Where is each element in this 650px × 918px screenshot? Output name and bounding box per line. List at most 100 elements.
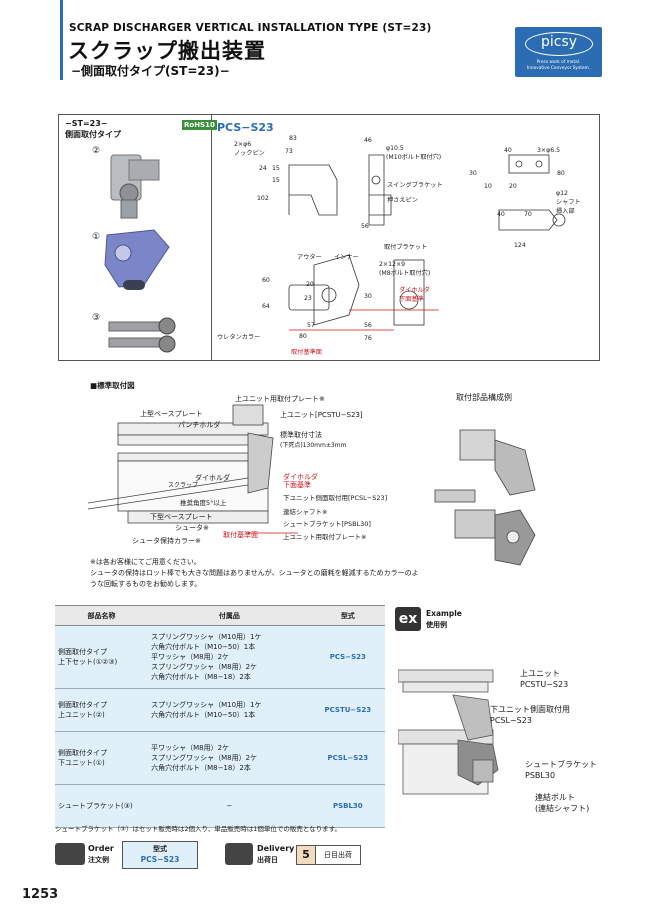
logo-tagline: Press work of metal. <box>536 60 581 65</box>
parts-config-illustration <box>434 429 536 566</box>
table-row: 側面取付タイプ 下ユニット(①) 平ワッシャ（M8用）2ケ スプリングワッシャ（… <box>55 731 385 785</box>
example-title-jp: 使用例 <box>426 621 447 629</box>
dim-label: 15 <box>272 165 280 172</box>
table-cell: シュートブラケット(③) <box>55 784 149 828</box>
part-number: ① <box>92 232 101 242</box>
divider <box>211 115 212 360</box>
parts-table: 部品名称 付属品 型式 側面取付タイプ 上下セット(①②③) スプリングワッシャ… <box>55 605 385 828</box>
table-cell: PCSTU−S23 <box>310 688 385 732</box>
std-label: シュートブラケット[PSBL30] <box>283 520 371 528</box>
std-label: 上ユニット用取付プレート※ <box>283 533 367 541</box>
order-label-en: Order <box>88 844 114 853</box>
table-cell: スプリングワッシャ（M10用）1ケ 六角穴付ボルト（M10−50）1本 平ワッシ… <box>148 625 311 689</box>
logo-text: picsy <box>540 34 578 50</box>
note: シュータの保持はロット棒でも大きな問題はありませんが、シュータとの磨耗を軽減する… <box>90 569 419 588</box>
table-cell: PCS−S23 <box>310 625 385 689</box>
page-header: SCRAP DISCHARGER VERTICAL INSTALLATION T… <box>0 0 650 80</box>
std-label: シュータ※ <box>175 524 209 532</box>
std-label: 下ユニット側面取付用[PCSL−S23] <box>283 494 388 502</box>
delivery-days: 5 <box>296 845 316 865</box>
model-title: PCS−S23 <box>217 121 274 134</box>
std-label: 上型ベースプレート <box>140 410 203 418</box>
std-label: パンチホルダ <box>178 421 221 429</box>
std-label-red: 取付基準面 <box>223 531 258 539</box>
dim-label: 30 <box>469 170 477 177</box>
dim-label: 80 <box>557 170 565 177</box>
std-install-diagram <box>88 404 298 534</box>
product-drawing-box: −ST=23− 側面取付タイプ RoHS10 PCS−S23 ② ① ③ <box>58 114 600 361</box>
delivery-unit: 日目出荷 <box>315 845 361 865</box>
std-label: 上ユニット用取付プレート※ <box>235 395 325 403</box>
delivery-label-en: Delivery <box>257 844 295 853</box>
table-header: 型式 <box>310 605 385 626</box>
dim-label: 102 <box>257 195 269 202</box>
table-row: 側面取付タイプ 上下セット(①②③) スプリングワッシャ（M10用）1ケ 六角穴… <box>55 625 385 689</box>
dim-label: 40 <box>504 147 512 154</box>
dim-label: 46 <box>364 137 372 144</box>
dim-label: 83 <box>289 135 297 142</box>
table-row: シュートブラケット(③) − PSBL30 <box>55 784 385 828</box>
mount-bracket-label: 取付ブラケット <box>384 244 428 251</box>
order-type-label: 型式 <box>153 845 167 853</box>
delivery-label-jp: 出荷日 <box>257 856 278 864</box>
st-label: −ST=23− <box>65 119 108 128</box>
m8-hole-label: 2×12×9 (M8ボルト取付穴) <box>379 261 431 277</box>
outer-label: アウター <box>297 254 322 261</box>
dim-label: 60 <box>262 277 270 284</box>
table-cell: − <box>148 784 311 828</box>
chute-bracket-photo <box>108 317 176 353</box>
order-example-box: 型式 PCS−S23 <box>122 841 198 869</box>
example-label: 上ユニット PCSTU−S23 <box>520 669 569 689</box>
page-number: 1253 <box>22 887 59 902</box>
std-label: スクラップ <box>168 482 199 489</box>
upper-unit-photo <box>110 154 160 219</box>
std-install-title: ■標準取付図 <box>90 381 135 390</box>
mount-ref-label: 取付基準面 <box>291 349 322 356</box>
dim-label: 56 <box>364 322 372 329</box>
bolt-hole-label: φ10.5 (M10ボルト取付穴) <box>386 145 442 161</box>
table-cell: 平ワッシャ（M8用）2ケ スプリングワッシャ（M8用）2ケ 六角穴付ボルト（M8… <box>148 731 311 785</box>
std-label: 推奨角度5°以上 <box>180 499 227 507</box>
swing-bracket-label: スイングブラケット <box>387 182 443 189</box>
dim-label: 20 <box>509 183 517 190</box>
dim-label: 15 <box>272 177 280 184</box>
order-icon <box>55 843 85 865</box>
shaft-label: φ12 シャフト 挿入部 <box>556 190 581 215</box>
table-header: 付属品 <box>148 605 311 626</box>
dim-label: 124 <box>514 242 526 249</box>
order-model: PCS−S23 <box>140 855 180 864</box>
notch-pin-label: 2×φ6 ノックピン <box>234 141 265 157</box>
parts-config-title: 取付部品構成例 <box>456 393 512 402</box>
table-cell: 側面取付タイプ 上ユニット(②) <box>55 688 149 732</box>
holes-label: 3×φ6.5 <box>537 147 561 154</box>
press-pin-label: 押さえピン <box>387 197 418 204</box>
table-row: 側面取付タイプ 上ユニット(②) スプリングワッシャ（M10用）1ケ 六角穴付ボ… <box>55 688 385 732</box>
title-jp: スクラップ搬出装置 <box>68 39 266 63</box>
inner-label: インナー <box>334 254 359 261</box>
std-label: シュータ保持カラー※ <box>132 537 201 545</box>
example-illustration <box>398 669 499 795</box>
example-label: 下ユニット側面取付用 PCSL−S23 <box>490 705 570 725</box>
dim-label: 30 <box>364 293 372 300</box>
technical-drawing <box>288 154 566 331</box>
table-note: シュートブラケット（③）はセット販売時は2個入り、単品販売時は1個単位での販売と… <box>55 825 341 833</box>
table-cell: PSBL30 <box>310 784 385 828</box>
dim-label: 24 <box>259 165 267 172</box>
part-number: ② <box>92 146 101 156</box>
title-en: SCRAP DISCHARGER VERTICAL INSTALLATION T… <box>69 22 432 34</box>
logo-tagline: Innovative Conveyor System. <box>526 66 591 71</box>
table-cell: PCSL−S23 <box>310 731 385 785</box>
dim-label: 57 <box>307 322 315 329</box>
std-label: 上ユニット[PCSTU−S23] <box>280 411 363 419</box>
dim-label: 64 <box>262 303 270 310</box>
part-number: ③ <box>92 313 101 323</box>
subtitle-jp: −側面取付タイプ(ST=23)− <box>71 64 230 78</box>
std-label: 下型ベースプレート <box>150 513 213 521</box>
order-label-jp: 注文例 <box>88 856 109 864</box>
std-label: ダイホルダ <box>195 474 230 482</box>
table-cell: 側面取付タイプ 下ユニット(①) <box>55 731 149 785</box>
example-label: シュートブラケット PSBL30 <box>525 760 597 780</box>
header-accent-bar <box>60 0 63 80</box>
std-label: 連結シャフト※ <box>283 508 328 516</box>
die-holder-ref-label: ダイホルダ 下面基準 <box>399 287 430 303</box>
